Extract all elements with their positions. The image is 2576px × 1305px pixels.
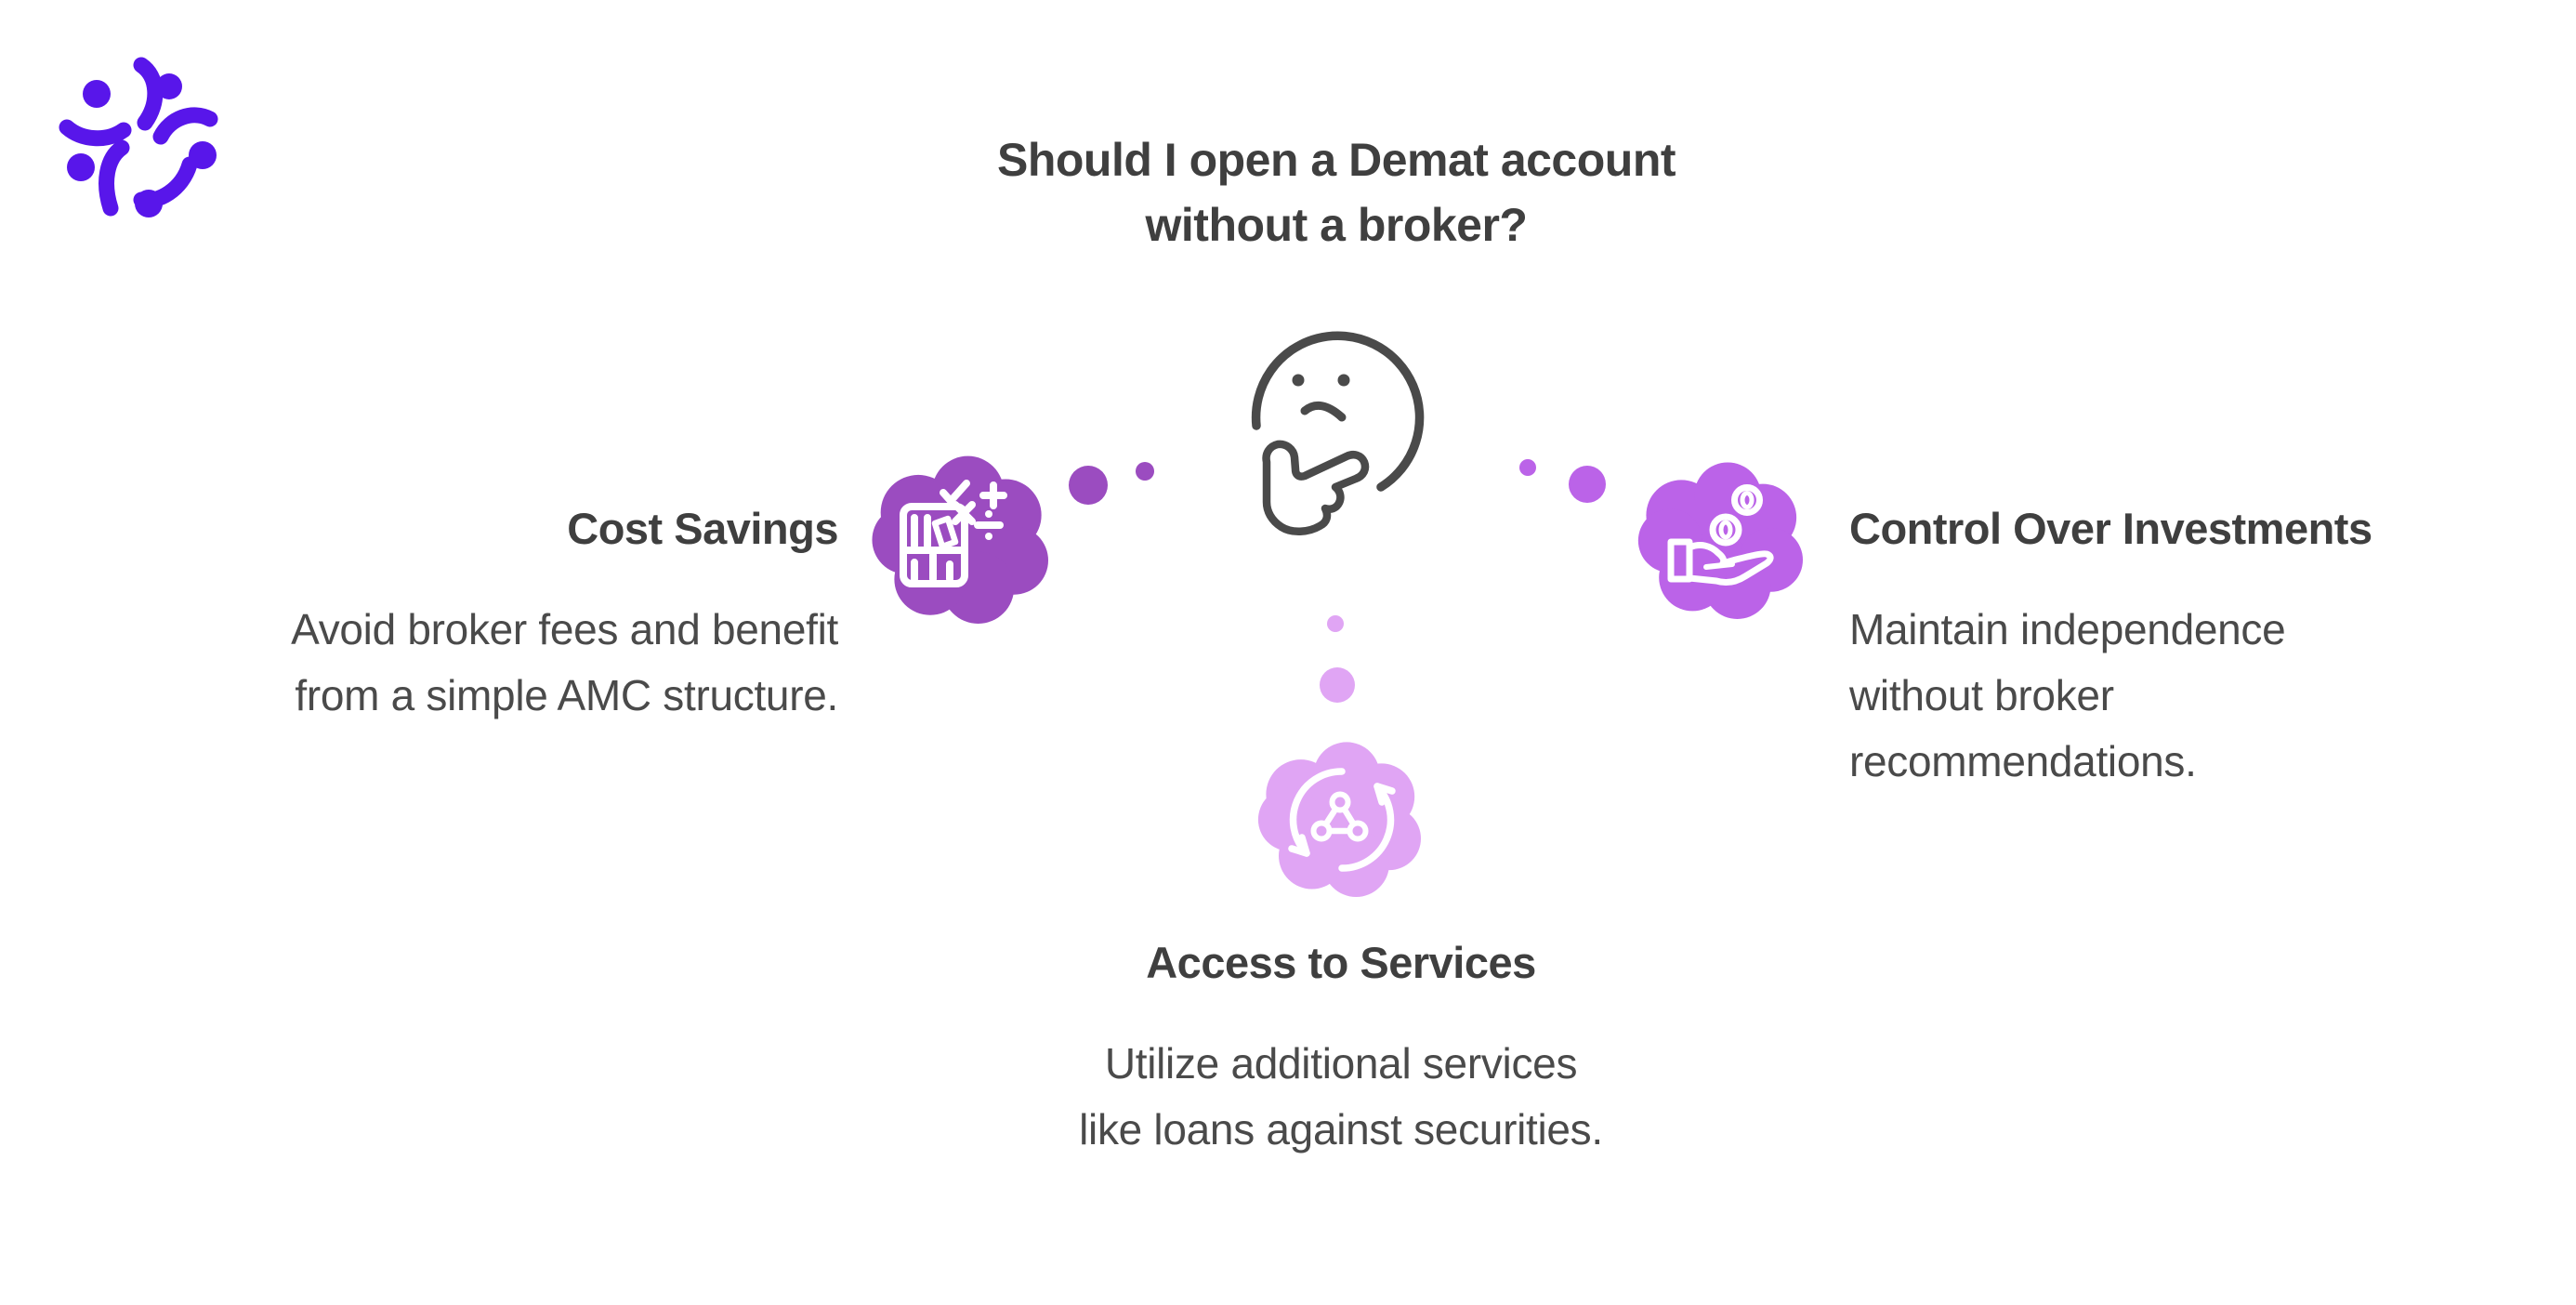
section-cost-savings: Cost Savings Avoid broker fees and benef… bbox=[291, 507, 838, 729]
control-thought-dots bbox=[1519, 459, 1606, 503]
cost-savings-heading: Cost Savings bbox=[567, 504, 838, 553]
services-blob bbox=[1257, 742, 1421, 897]
control-body: Maintain independence without broker rec… bbox=[1849, 605, 2286, 785]
brand-pinwheel-logo bbox=[59, 57, 218, 218]
cost-savings-thought-dots bbox=[1069, 462, 1154, 505]
page-title: Should I open a Demat account without a … bbox=[996, 134, 1676, 251]
cost-savings-body: Avoid broker fees and benefit from a sim… bbox=[291, 605, 838, 719]
control-blob bbox=[1637, 462, 1803, 619]
services-thought-dots bbox=[1320, 615, 1355, 703]
section-access-to-services: Access to Services Utilize additional se… bbox=[1079, 941, 1603, 1163]
thinking-face-icon bbox=[1251, 331, 1425, 535]
services-body: Utilize additional services like loans a… bbox=[1079, 1039, 1603, 1153]
section-control-over-investments: Control Over Investments Maintain indepe… bbox=[1849, 507, 2372, 795]
cost-savings-blob bbox=[872, 455, 1048, 624]
thinking-hand bbox=[1262, 440, 1370, 535]
math-ledger-icon bbox=[900, 480, 1007, 587]
control-heading: Control Over Investments bbox=[1849, 504, 2372, 553]
services-heading: Access to Services bbox=[1146, 938, 1536, 987]
cycle-network-icon bbox=[1288, 768, 1396, 872]
hand-coins-icon bbox=[1667, 484, 1774, 587]
